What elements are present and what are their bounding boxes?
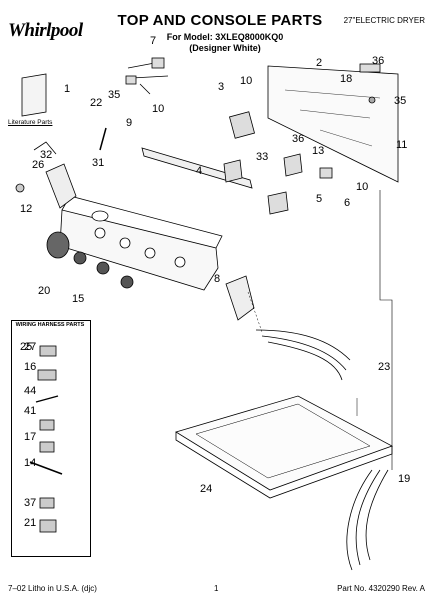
callout-12: 12 (20, 203, 32, 215)
knob-a (73, 251, 87, 265)
callout-32: 32 (40, 149, 52, 161)
switch-13 (283, 153, 303, 177)
callout-8: 8 (214, 273, 220, 285)
product-label: 27"ELECTRIC DRYER (343, 16, 425, 25)
console (59, 209, 219, 291)
callout-11: 11 (396, 139, 407, 151)
callout-41: 41 (24, 405, 36, 417)
callout-10: 10 (152, 103, 164, 115)
model-line: For Model: 3XLEQ8000KQ0 (166, 32, 284, 42)
footer-right: Part No. 4320290 Rev. A (337, 584, 425, 593)
callout-35: 35 (394, 95, 406, 107)
control-bracket (141, 147, 253, 189)
callout-36: 36 (292, 133, 304, 145)
wiring-harness-box (11, 320, 91, 557)
callout-35: 35 (108, 89, 120, 101)
callout-23: 23 (378, 361, 390, 373)
callout-4: 4 (196, 165, 202, 177)
back-panel (267, 65, 399, 183)
callout-numbers: 1236789101010111213151819202223242526271… (20, 35, 410, 529)
callout-27: 27 (24, 341, 36, 353)
callout-22: 22 (90, 97, 102, 109)
callout-14: 14 (24, 457, 36, 469)
callout-13: 13 (312, 145, 324, 157)
switch-5 (267, 191, 289, 215)
footer-left: 7–02 Litho in U.S.A. (djc) (8, 584, 97, 593)
callout-17: 17 (24, 431, 36, 443)
literature-booklet (21, 73, 47, 117)
callout-10: 10 (356, 181, 368, 193)
callout-25: 25 (20, 341, 32, 353)
brand-logo: Whirlpool (8, 20, 83, 41)
timer (229, 111, 255, 139)
variant-line: (Designer White) (189, 43, 261, 53)
timer-knob (46, 231, 70, 259)
callout-20: 20 (38, 285, 50, 297)
callout-7: 7 (150, 35, 156, 47)
callout-2: 2 (316, 57, 322, 69)
switch-4 (223, 159, 243, 183)
callout-31: 31 (92, 157, 104, 169)
callout-9: 9 (126, 117, 132, 129)
end-cap-right (225, 275, 255, 321)
knob-c (120, 275, 134, 289)
callout-10: 10 (240, 75, 252, 87)
top-panel (175, 395, 393, 491)
callout-33: 33 (256, 151, 268, 163)
knob-b (96, 261, 110, 275)
callout-18: 18 (340, 73, 352, 85)
main-harness (255, 329, 389, 571)
callout-5: 5 (316, 193, 322, 205)
footer-page: 1 (214, 584, 219, 593)
literature-label: Literature Parts (8, 119, 53, 126)
callout-6: 6 (344, 197, 350, 209)
callout-19: 19 (398, 473, 410, 485)
callout-15: 15 (72, 293, 84, 305)
callout-37: 37 (24, 497, 36, 509)
callout-26: 26 (32, 159, 44, 171)
callout-1: 1 (64, 83, 70, 95)
callout-16: 16 (24, 361, 36, 373)
callout-3: 3 (218, 81, 224, 93)
page-title: TOP AND CONSOLE PARTS (117, 12, 323, 29)
callout-36: 36 (372, 55, 384, 67)
wiring-harness-title: WIRING HARNESS PARTS (15, 322, 85, 328)
callout-24: 24 (200, 483, 212, 495)
callout-21: 21 (24, 517, 36, 529)
end-cap-left (45, 163, 77, 209)
callout-44: 44 (24, 385, 36, 397)
